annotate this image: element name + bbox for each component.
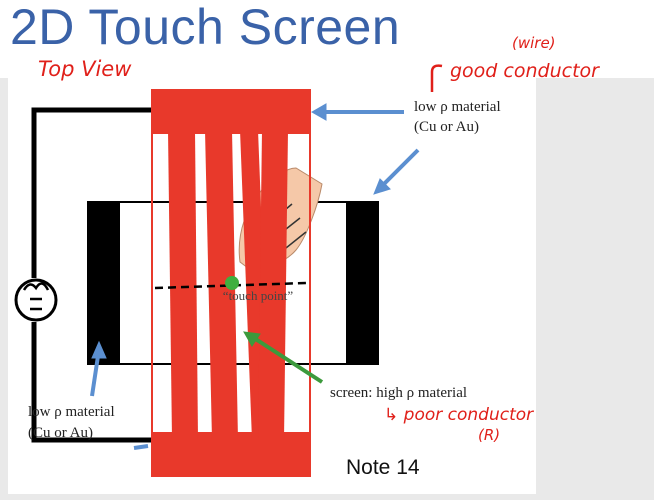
resistance-annotation: (R)	[478, 426, 500, 444]
bottom-material-sublabel: (Cu or Au)	[28, 425, 93, 441]
top-bus-bar	[152, 90, 310, 134]
voltage-source	[14, 278, 58, 322]
right-contact	[346, 202, 378, 364]
touch-contact-point	[225, 276, 239, 290]
hook-mark	[430, 64, 443, 92]
resistive-strip	[168, 130, 198, 440]
screen-material-label: screen: high ρ material	[330, 385, 467, 401]
circuit-wire	[31, 107, 152, 443]
page-title: 2D Touch Screen	[10, 0, 401, 55]
poor-conductor-annotation: ↳ poor conductor	[384, 405, 534, 425]
left-contact	[88, 202, 120, 364]
wire-annotation: (wire)	[512, 34, 556, 52]
good-conductor-annotation: good conductor	[450, 60, 600, 82]
red-conductor	[151, 89, 311, 477]
blue-arrows	[90, 103, 420, 450]
top-material-sublabel: (Cu or Au)	[414, 119, 479, 135]
conductor-outline	[151, 89, 311, 477]
top-material-label: low ρ material	[414, 99, 501, 115]
touch-point-label: “touch point”	[223, 288, 294, 303]
bottom-material-label: low ρ material	[28, 404, 115, 420]
note-label: Note 14	[346, 456, 420, 479]
top-view-annotation: Top View	[38, 57, 132, 81]
green-arrow	[243, 331, 324, 384]
